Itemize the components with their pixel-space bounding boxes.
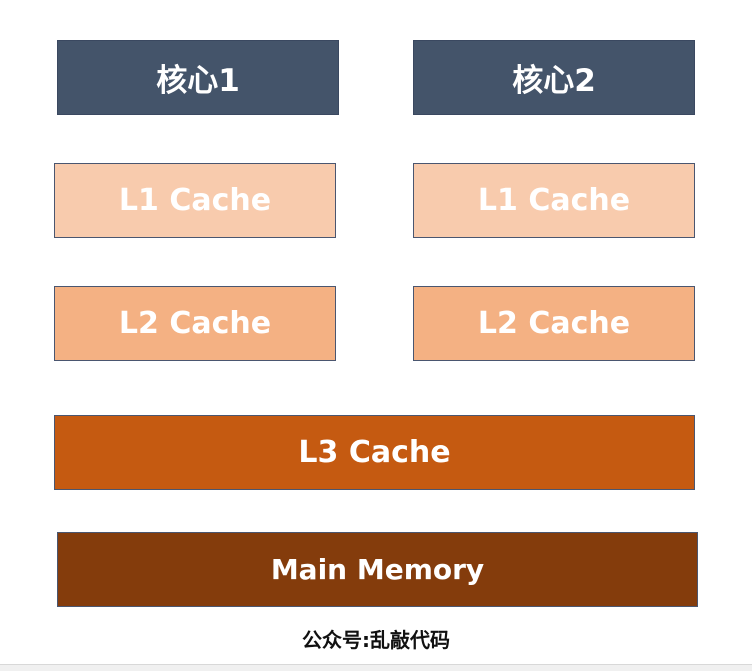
caption: 公众号:乱敲代码: [302, 628, 450, 652]
core-1-label: 核心1: [156, 63, 240, 99]
l1-cache-label: L1 Cache: [118, 183, 272, 218]
l3-cache-box: L3 Cache: [54, 415, 695, 490]
l2-cache-label: L2 Cache: [477, 306, 631, 341]
l1-cache-label: L1 Cache: [477, 183, 631, 218]
l2-cache-core-2: L2 Cache: [413, 286, 695, 361]
bottom-bar: [0, 664, 752, 671]
core-1-box: 核心1: [57, 40, 339, 115]
l2-cache-core-1: L2 Cache: [54, 286, 336, 361]
l1-cache-core-1: L1 Cache: [54, 163, 336, 238]
l1-cache-core-2: L1 Cache: [413, 163, 695, 238]
core-2-label: 核心2: [512, 63, 596, 99]
main-memory-box: Main Memory: [57, 532, 698, 607]
l3-cache-label: L3 Cache: [298, 435, 451, 470]
l2-cache-label: L2 Cache: [118, 306, 272, 341]
main-memory-label: Main Memory: [270, 553, 485, 586]
core-2-box: 核心2: [413, 40, 695, 115]
